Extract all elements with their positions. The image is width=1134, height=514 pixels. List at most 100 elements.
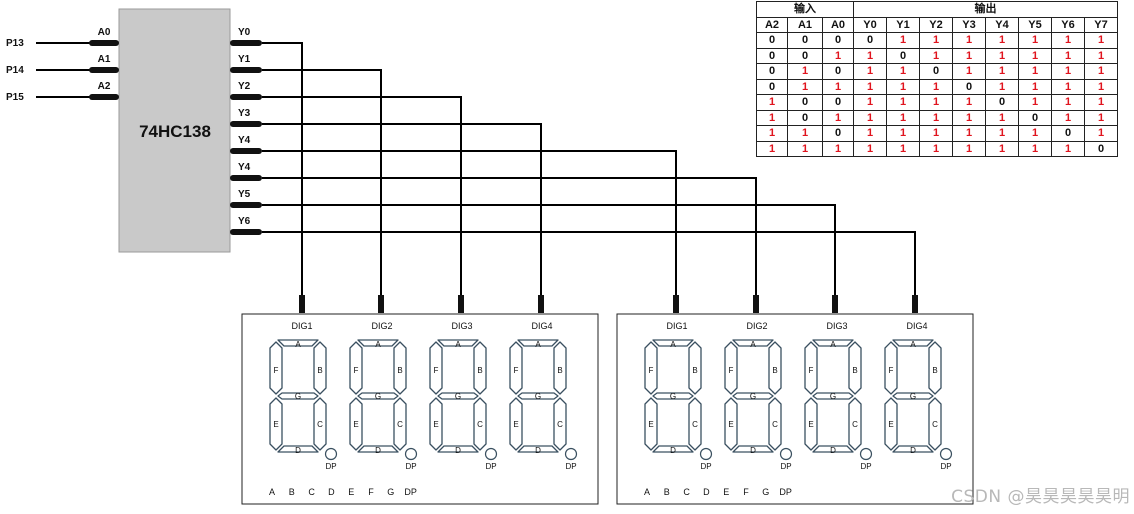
output-pin — [230, 148, 262, 154]
segment-label-d: D — [295, 446, 301, 455]
segment-label-b: B — [317, 366, 322, 375]
digit-pin — [832, 295, 838, 313]
output-wire — [262, 204, 836, 297]
segment-label-g: G — [830, 392, 836, 401]
column-header-y1: Y1 — [886, 16, 920, 33]
table-cell: 0 — [822, 94, 854, 111]
segment-label-g: G — [910, 392, 916, 401]
output-wire — [262, 96, 462, 297]
decimal-point — [699, 447, 713, 461]
table-cell: 1 — [853, 47, 887, 64]
table-cell: 1 — [822, 140, 854, 157]
output-wire — [262, 177, 757, 297]
segment-d — [892, 445, 934, 453]
segment-pin-label: DP — [404, 487, 417, 497]
segment-d — [812, 445, 854, 453]
table-cell: 1 — [1084, 32, 1118, 49]
segment-label-d: D — [375, 446, 381, 455]
segment-label-c: C — [557, 420, 563, 429]
digit-pin — [458, 295, 464, 313]
segment-label-a: A — [830, 340, 836, 349]
digit-label: DIG4 — [906, 321, 927, 331]
decimal-point — [404, 447, 418, 461]
digit-label: DIG2 — [746, 321, 767, 331]
table-cell: 0 — [756, 32, 788, 49]
column-header-y3: Y3 — [952, 16, 986, 33]
table-cell: 1 — [853, 78, 887, 95]
segment-f — [429, 341, 443, 395]
table-cell: 1 — [919, 47, 953, 64]
segment-label-e: E — [728, 420, 733, 429]
segment-label-c: C — [772, 420, 778, 429]
segment-pin-label: G — [387, 487, 394, 497]
table-cell: 1 — [853, 140, 887, 157]
table-cell: 0 — [853, 32, 887, 49]
table-cell: 1 — [1051, 47, 1085, 64]
segment-label-dp: DP — [325, 462, 336, 471]
table-cell: 1 — [952, 63, 986, 80]
output-pin — [230, 202, 262, 208]
segment-b — [768, 341, 782, 395]
table-cell: 0 — [886, 47, 920, 64]
digit-pin — [673, 295, 679, 313]
decimal-point — [939, 447, 953, 461]
segment-c — [928, 397, 942, 451]
table-cell: 1 — [756, 140, 788, 157]
table-cell: 1 — [756, 125, 788, 142]
segment-label-d: D — [670, 446, 676, 455]
segment-a — [517, 339, 559, 347]
column-header-a1: A1 — [787, 16, 823, 33]
digit-label: DIG1 — [291, 321, 312, 331]
table-cell: 1 — [1084, 109, 1118, 126]
segment-label-e: E — [353, 420, 358, 429]
segment-label-f: F — [649, 366, 654, 375]
table-cell: 0 — [919, 63, 953, 80]
segment-pin-label: B — [289, 487, 295, 497]
table-cell: 1 — [952, 32, 986, 49]
segment-label-e: E — [433, 420, 438, 429]
table-cell: 1 — [853, 94, 887, 111]
segment-e — [509, 397, 523, 451]
segment-g — [517, 392, 559, 400]
output-pin — [230, 94, 262, 100]
output-pin — [230, 40, 262, 46]
segment-g — [652, 392, 694, 400]
decimal-point — [324, 447, 338, 461]
output-pin — [230, 175, 262, 181]
pin-label-a2: A2 — [98, 81, 111, 92]
table-cell: 1 — [1051, 94, 1085, 111]
input-pin — [89, 94, 119, 100]
digit-label: DIG3 — [451, 321, 472, 331]
table-cell: 1 — [822, 109, 854, 126]
segment-label-a: A — [750, 340, 756, 349]
output-label: Y1 — [238, 54, 251, 65]
table-cell: 1 — [853, 109, 887, 126]
segment-label-e: E — [513, 420, 518, 429]
table-cell: 1 — [886, 109, 920, 126]
segment-label-e: E — [808, 420, 813, 429]
segment-label-dp: DP — [700, 462, 711, 471]
table-cell: 1 — [952, 94, 986, 111]
segment-c — [768, 397, 782, 451]
segment-label-dp: DP — [565, 462, 576, 471]
segment-pin-label: E — [348, 487, 354, 497]
table-cell: 1 — [1018, 94, 1052, 111]
table-cell: 1 — [919, 32, 953, 49]
table-cell: 1 — [919, 78, 953, 95]
segment-label-dp: DP — [485, 462, 496, 471]
table-cell: 1 — [787, 63, 823, 80]
segment-f — [884, 341, 898, 395]
segment-c — [553, 397, 567, 451]
segment-a — [812, 339, 854, 347]
segment-pin-label: C — [308, 487, 315, 497]
